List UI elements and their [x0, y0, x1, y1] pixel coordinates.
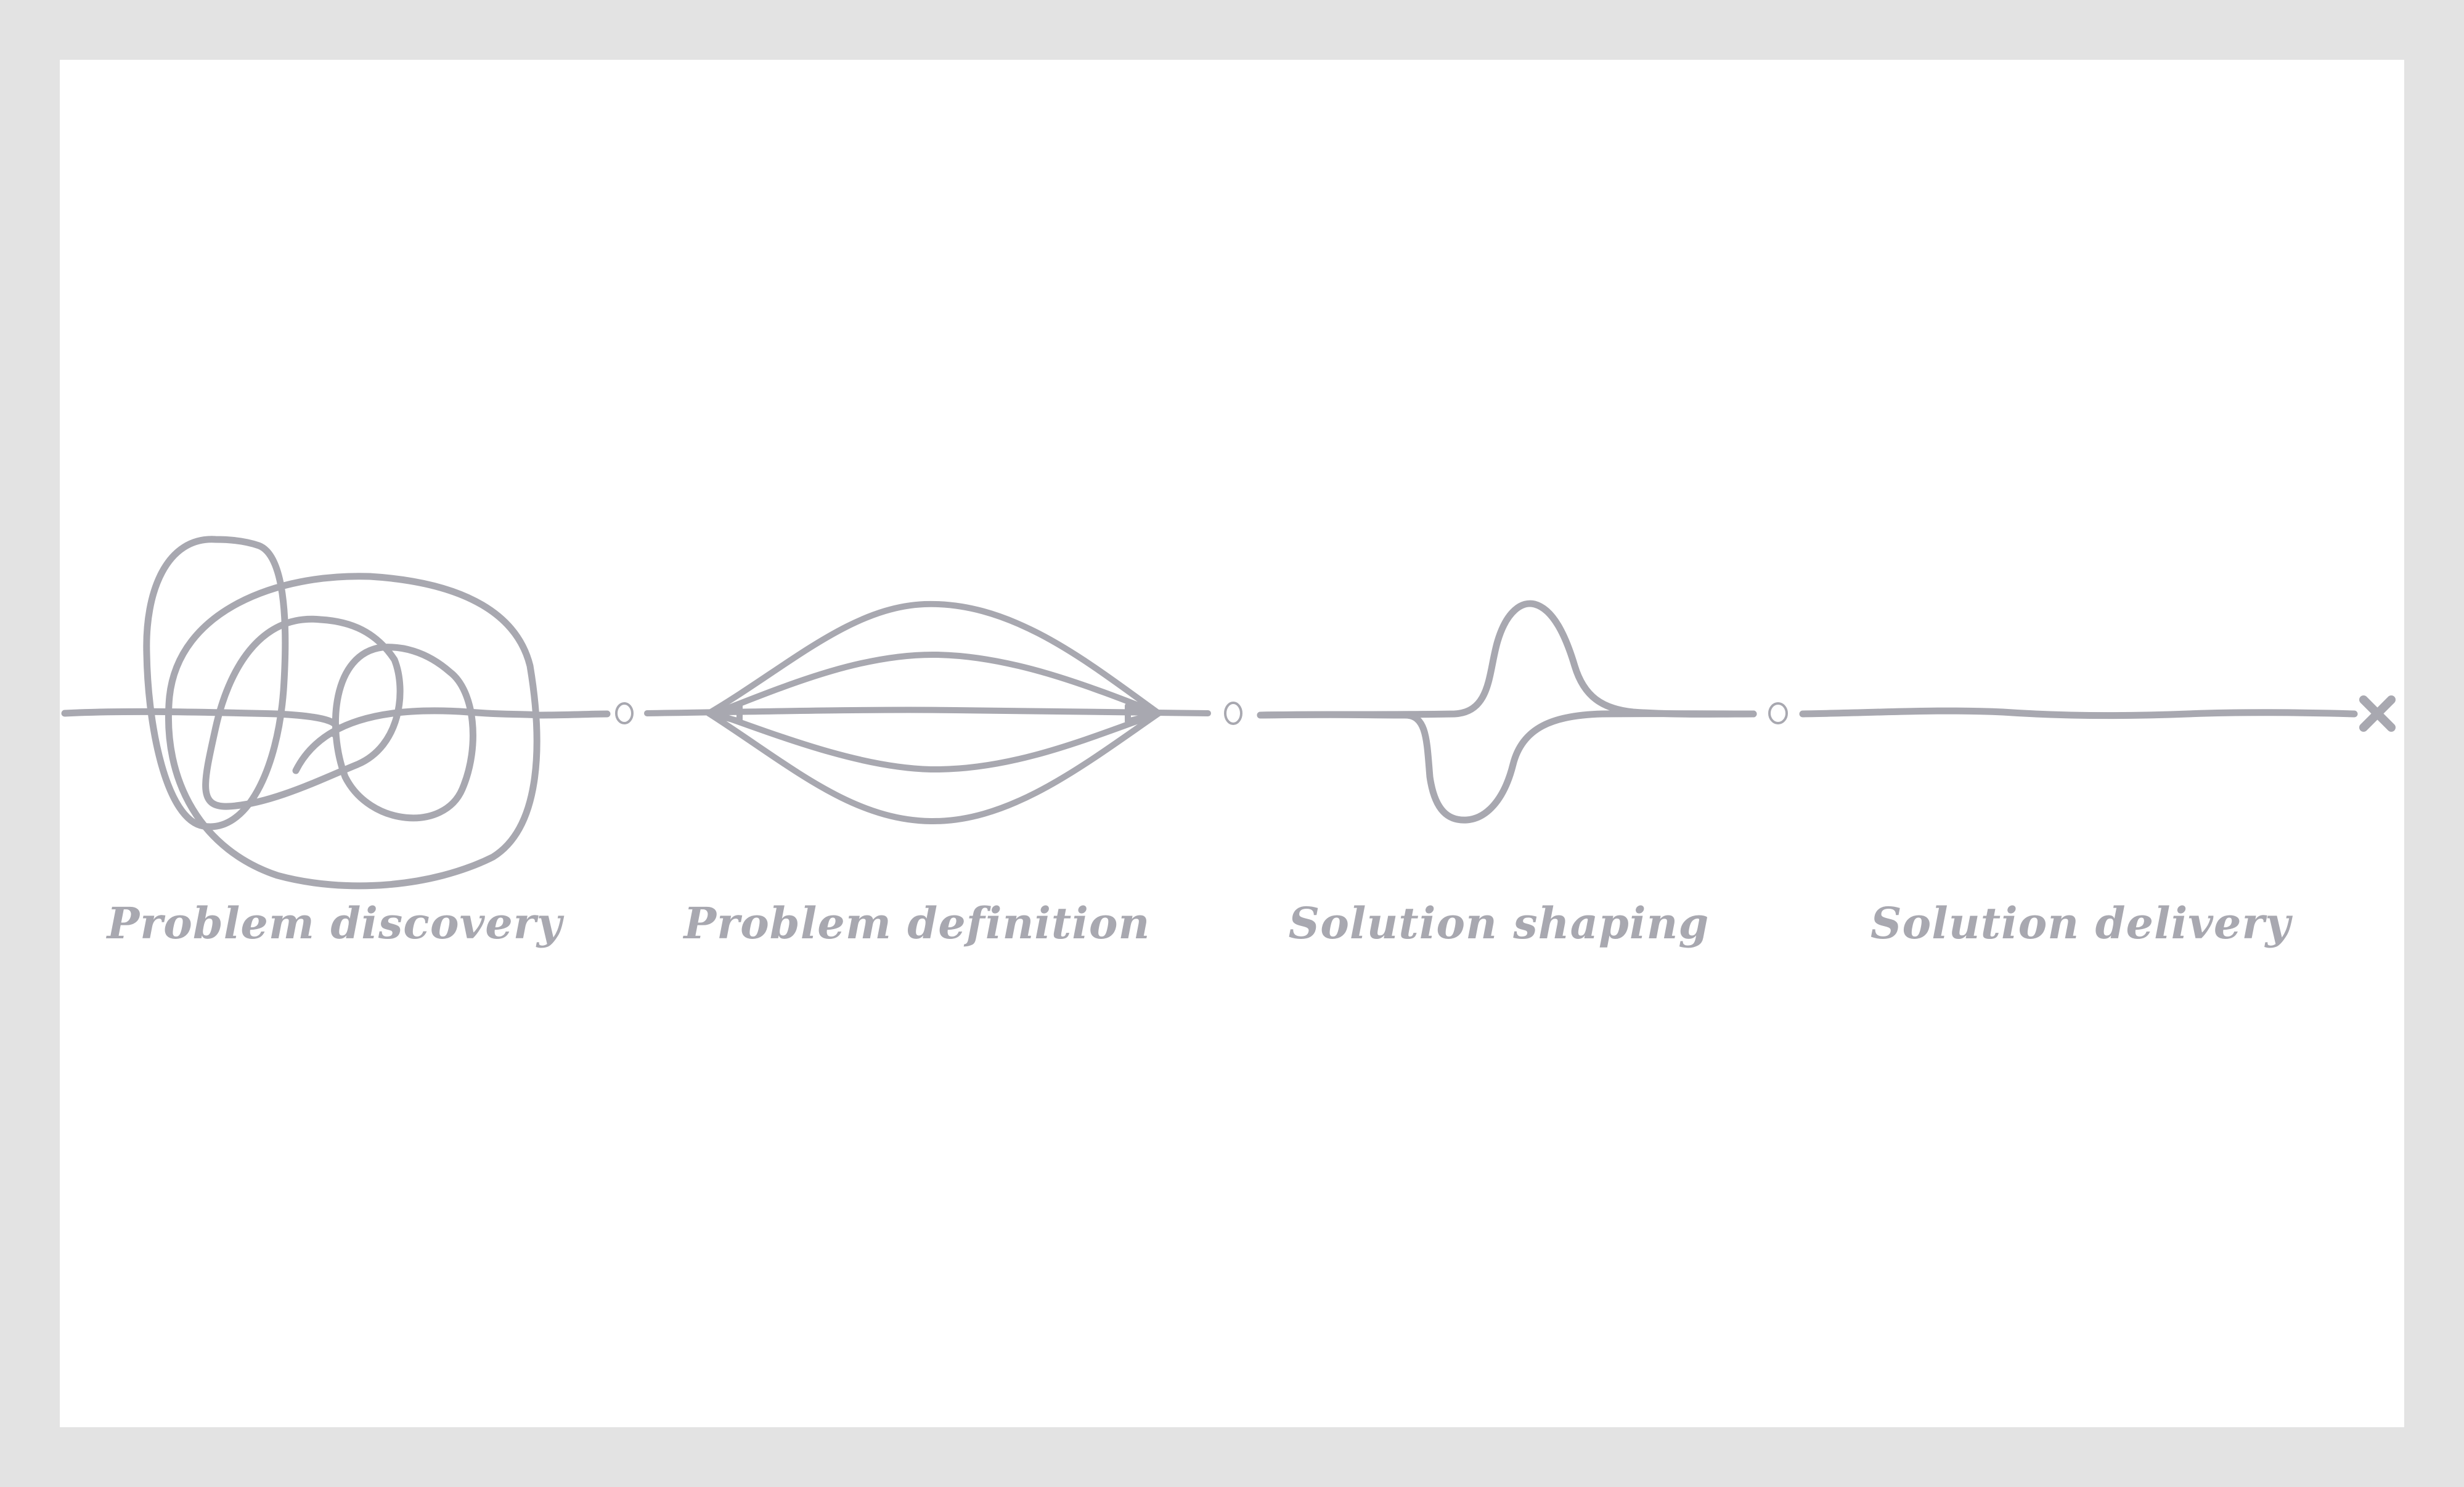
solution-delivery-line — [1799, 707, 2358, 719]
junction-dot-1 — [615, 702, 634, 724]
stage-label-problem-discovery: Problem discovery — [106, 898, 565, 949]
problem-definition-lens — [644, 600, 1211, 825]
junction-dot-3 — [1768, 702, 1788, 724]
stage-label-solution-shaping: Solution shaping — [1289, 898, 1710, 949]
stage-label-solution-delivery: Solution delivery — [1870, 898, 2293, 949]
solution-shaping-wave — [1257, 600, 1757, 824]
problem-discovery-scribble — [61, 536, 611, 890]
diagram-canvas — [60, 60, 2404, 1427]
junction-dot-2 — [1224, 702, 1242, 725]
stage-label-problem-definition: Problem definition — [683, 898, 1151, 949]
end-cross-icon — [2359, 695, 2396, 732]
